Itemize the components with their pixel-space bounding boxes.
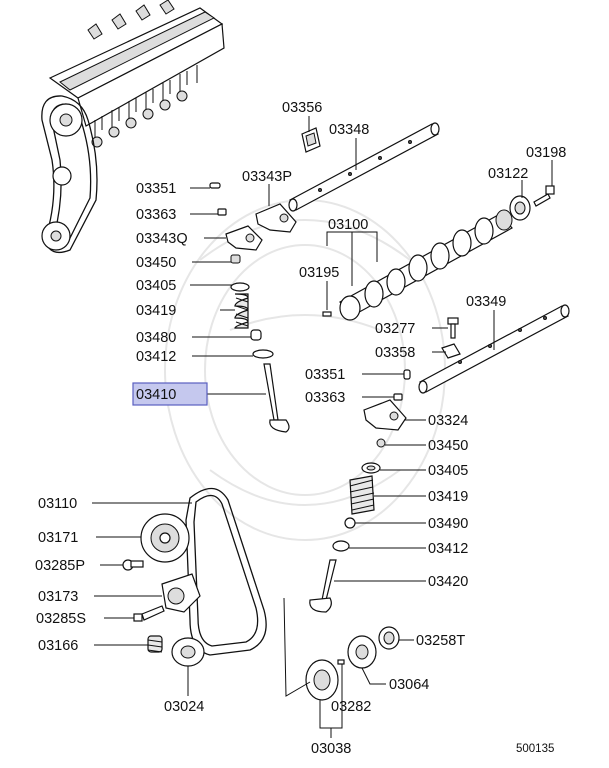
- label-03450-right[interactable]: 03450: [428, 438, 468, 454]
- label-03348[interactable]: 03348: [329, 122, 369, 138]
- label-03419-top[interactable]: 03419: [136, 303, 176, 319]
- rocker-arm-03324: [363, 399, 407, 431]
- label-03349[interactable]: 03349: [466, 294, 506, 310]
- label-03110[interactable]: 03110: [38, 496, 77, 512]
- part-labels: 03356 03348 03198 03122 03351 03343P 033…: [35, 100, 566, 757]
- label-03490[interactable]: 03490: [428, 516, 468, 532]
- key-03282: [337, 659, 345, 665]
- spring-03166: [147, 635, 163, 653]
- flange-03064: [347, 635, 377, 669]
- label-03064[interactable]: 03064: [389, 677, 429, 693]
- label-03173[interactable]: 03173: [38, 589, 78, 605]
- camshaft-03100: [339, 209, 513, 321]
- label-03198[interactable]: 03198: [526, 145, 566, 161]
- highlight-box: [132, 382, 208, 406]
- valve-03420: [309, 559, 337, 613]
- retainer-03405-right: [361, 462, 381, 474]
- rocker-shaft-03348: [288, 122, 440, 212]
- cover-03024: [171, 637, 205, 667]
- stem-seal-03480: [250, 329, 262, 341]
- sprocket-03171: [140, 513, 190, 563]
- label-03351-top[interactable]: 03351: [136, 181, 176, 197]
- bolt-03285p: [122, 559, 144, 571]
- retainer-03405-top: [230, 282, 250, 292]
- nut-03363-top: [217, 208, 227, 216]
- label-03343q[interactable]: 03343Q: [136, 231, 188, 247]
- clip-03358: [441, 343, 461, 359]
- valve-03410: [263, 363, 290, 433]
- spring-washer-03412-right: [332, 540, 350, 552]
- label-03358[interactable]: 03358: [375, 345, 415, 361]
- sprocket-03038: [305, 659, 339, 701]
- label-03282[interactable]: 03282: [331, 699, 371, 715]
- label-03122[interactable]: 03122: [488, 166, 528, 182]
- bolt-03198: [533, 185, 555, 207]
- label-03351-right[interactable]: 03351: [305, 367, 345, 383]
- label-03405-right[interactable]: 03405: [428, 463, 468, 479]
- label-03480[interactable]: 03480: [136, 330, 176, 346]
- cylinder-head-assembly: [41, 0, 225, 254]
- label-03024[interactable]: 03024: [164, 699, 204, 715]
- seal-03258t: [378, 626, 400, 650]
- label-03420[interactable]: 03420: [428, 574, 468, 590]
- spring-seat-03450-top: [230, 254, 241, 264]
- stem-seal-03490: [344, 517, 356, 529]
- label-03363-right[interactable]: 03363: [305, 390, 345, 406]
- rocker-arm-03343p: [255, 203, 297, 233]
- cam-bearing-03122: [509, 195, 531, 221]
- label-03258t[interactable]: 03258T: [416, 633, 465, 649]
- label-03356[interactable]: 03356: [282, 100, 322, 116]
- figure-code: 500135: [516, 743, 554, 755]
- label-03410[interactable]: 03410: [136, 387, 176, 403]
- spring-washer-03412-top: [252, 349, 274, 359]
- label-03412-right[interactable]: 03412: [428, 541, 468, 557]
- label-03363-top[interactable]: 03363: [136, 207, 176, 223]
- label-03285s[interactable]: 03285S: [36, 611, 86, 627]
- rocker-arm-clip-03356: [301, 127, 321, 153]
- label-03038[interactable]: 03038: [311, 741, 351, 757]
- spring-seat-03450-right: [376, 438, 386, 448]
- rocker-arm-03343q: [225, 225, 263, 251]
- label-03285p[interactable]: 03285P: [35, 558, 85, 574]
- label-03171[interactable]: 03171: [38, 530, 78, 546]
- valve-spring-03419-top: [234, 293, 249, 329]
- nut-03363-right: [393, 393, 403, 401]
- cam-pin-03195: [322, 311, 332, 317]
- tensioner-03173: [161, 573, 201, 613]
- label-03324[interactable]: 03324: [428, 413, 468, 429]
- valve-spring-03419-right: [349, 475, 375, 515]
- label-03195[interactable]: 03195: [299, 265, 339, 281]
- label-03277[interactable]: 03277: [375, 321, 415, 337]
- adjust-screw-03351-top: [209, 182, 221, 189]
- label-03450-top[interactable]: 03450: [136, 255, 176, 271]
- bolt-03285s: [133, 605, 165, 622]
- label-03166[interactable]: 03166: [38, 638, 78, 654]
- label-03100[interactable]: 03100: [328, 217, 368, 233]
- bolt-03277: [447, 317, 459, 339]
- label-03412-top[interactable]: 03412: [136, 349, 176, 365]
- label-03419-right[interactable]: 03419: [428, 489, 468, 505]
- label-03405-top[interactable]: 03405: [136, 278, 176, 294]
- adjust-screw-03351-right: [403, 369, 411, 380]
- label-03343p[interactable]: 03343P: [242, 169, 292, 185]
- timing-belt-03110: [185, 487, 267, 656]
- leader-lines: [92, 116, 553, 738]
